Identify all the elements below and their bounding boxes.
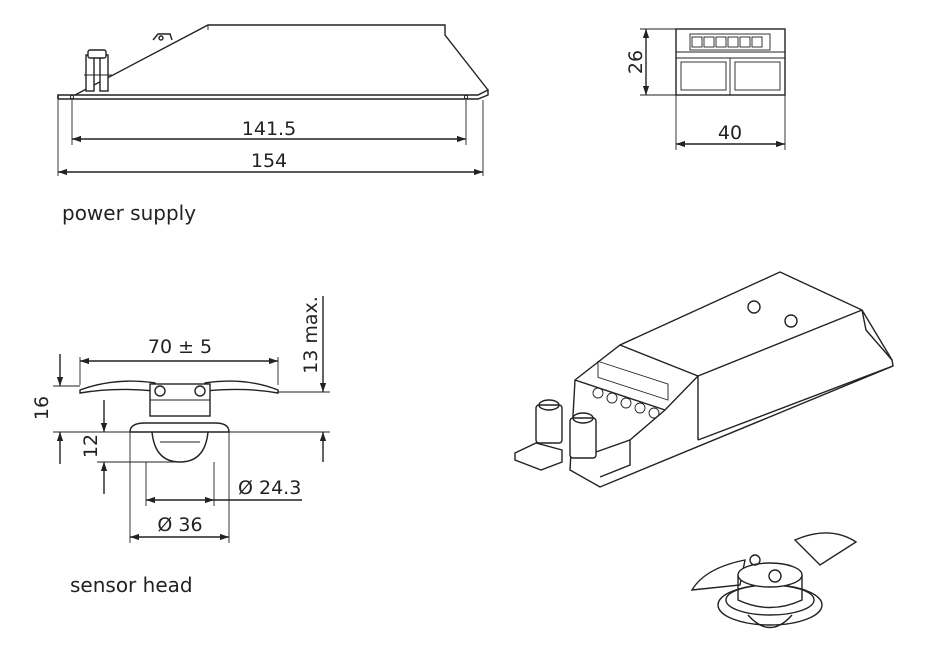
power-supply-end-view: 26 40 (625, 28, 786, 150)
power-supply-caption: power supply (62, 201, 196, 225)
sensor-head-side-view: 70 ± 5 16 12 13 max. Ø 24.3 Ø 36 (31, 296, 330, 543)
dim-label-40: 40 (718, 122, 742, 144)
dim-label-13-max: 13 max. (300, 296, 322, 374)
dim-label-141-5: 141.5 (242, 118, 296, 140)
dim-label-24-3: Ø 24.3 (238, 477, 301, 499)
terminal-screws (691, 36, 763, 48)
dim-label-12: 12 (80, 434, 102, 458)
sensor-head-caption: sensor head (70, 573, 193, 597)
power-supply-isometric-view (514, 271, 894, 488)
dim-label-36: Ø 36 (157, 514, 202, 536)
dim-label-26: 26 (625, 50, 647, 74)
dim-label-154: 154 (251, 150, 287, 172)
power-supply-side-view: 141.5 154 (57, 24, 489, 176)
dim-label-16: 16 (31, 396, 53, 420)
sensor-head-isometric-view (690, 532, 858, 629)
dim-label-70: 70 ± 5 (148, 336, 212, 358)
terminal-block-row (592, 360, 669, 419)
